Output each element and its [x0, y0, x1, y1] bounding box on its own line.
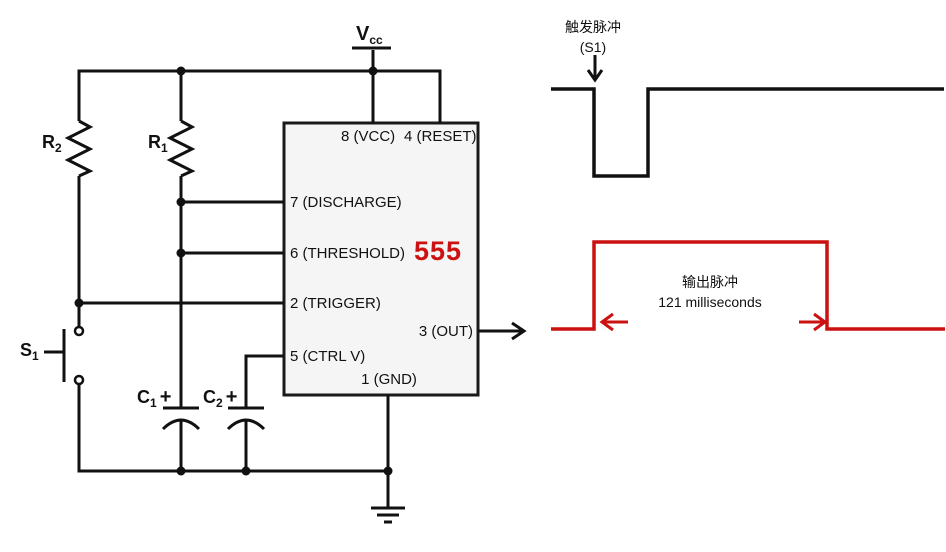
arrow-left-icon	[599, 312, 614, 332]
resistor-r1-label: R1	[148, 133, 168, 154]
c1-subscript: 1	[150, 396, 157, 410]
capacitor-c1-curved-plate	[161, 418, 201, 431]
capacitor-c2-label: C2+	[203, 387, 237, 409]
pin5-wire	[244, 354, 284, 408]
resistor-r1-symbol	[166, 119, 196, 178]
r1-letter: R	[148, 132, 161, 152]
switch-terminal-bottom	[73, 374, 85, 386]
s1-subscript: 1	[32, 349, 39, 363]
vcc-subscript: cc	[369, 33, 383, 47]
resistor-r2-symbol	[64, 119, 94, 178]
pin-label-vcc: 8 (VCC)	[341, 128, 396, 145]
switch-terminal-top	[73, 325, 85, 337]
switch-s1-label: S1	[20, 341, 39, 362]
trigger-pulse-trace	[551, 87, 944, 178]
pin-label-gnd: 1 (GND)	[361, 371, 417, 388]
capacitor-c2-curved-plate	[226, 418, 266, 431]
arrow-right-icon	[511, 321, 527, 341]
pin-label-threshold: 6 (THRESHOLD)	[290, 245, 406, 262]
r2-letter: R	[42, 132, 55, 152]
s1-letter: S	[20, 340, 33, 360]
trigger-pulse-source: (S1)	[579, 39, 607, 55]
junction-dot	[383, 466, 393, 476]
junction-dot	[176, 66, 186, 76]
junction-dot	[74, 298, 84, 308]
junction-dot	[176, 197, 186, 207]
pin-label-reset: 4 (RESET)	[404, 128, 477, 145]
junction-dot	[176, 466, 186, 476]
bottom-rail-wire	[77, 384, 388, 473]
ic-555-name: 555	[414, 236, 463, 266]
c2-letter: C	[203, 387, 216, 407]
output-pulse-title: 输出脉冲	[682, 274, 738, 290]
vcc-letter: V	[356, 23, 370, 45]
arrow-right-icon	[813, 312, 828, 332]
pin-label-ctrl: 5 (CTRL V)	[290, 348, 366, 365]
c1-letter: C	[137, 387, 150, 407]
output-pulse-trace	[551, 240, 945, 331]
output-pulse-duration: 121 milliseconds	[658, 294, 762, 310]
pin-label-out: 3 (OUT)	[418, 323, 473, 340]
capacitor-c1-label: C1+	[137, 387, 171, 409]
c1-polarity-plus: +	[159, 386, 172, 408]
switch-terminals	[73, 325, 85, 386]
circuit-wires	[44, 46, 527, 524]
arrow-down-icon	[586, 69, 604, 83]
output-waveform	[551, 240, 945, 332]
junction-dot	[241, 466, 251, 476]
output-pulse-label: 输出脉冲 121 milliseconds	[610, 272, 810, 312]
ic-555-body	[282, 121, 480, 397]
pin-label-trigger: 2 (TRIGGER)	[290, 295, 381, 312]
top-rail-wire	[77, 69, 442, 123]
junction-dot	[368, 66, 378, 76]
pin-label-discharge: 7 (DISCHARGE)	[290, 194, 402, 211]
junction-dots	[74, 66, 393, 476]
c2-polarity-plus: +	[225, 386, 238, 408]
junction-dot	[176, 248, 186, 258]
resistor-r2-label: R2	[42, 133, 62, 154]
trigger-pulse-label: 触发脉冲 (S1)	[542, 17, 644, 57]
r1-subscript: 1	[161, 141, 168, 155]
r2-subscript: 2	[55, 141, 62, 155]
trigger-waveform	[551, 55, 944, 178]
vcc-label: Vcc	[356, 24, 383, 46]
trigger-pulse-title: 触发脉冲	[565, 19, 621, 35]
c2-subscript: 2	[216, 396, 223, 410]
